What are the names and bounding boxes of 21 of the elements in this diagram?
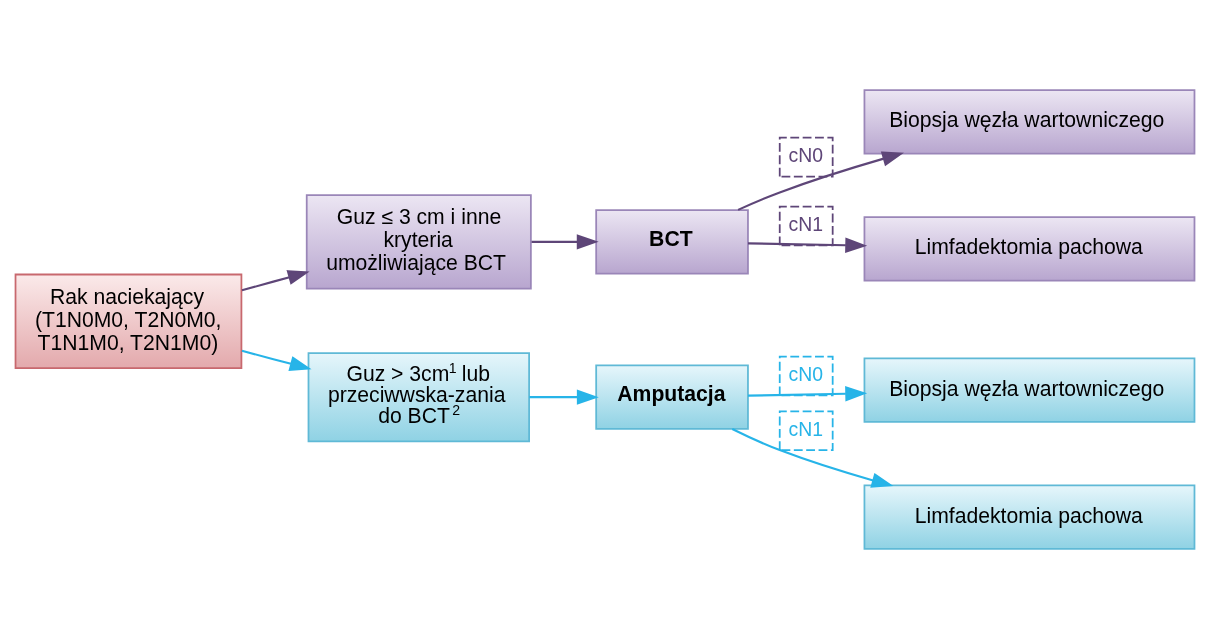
node-box: Guz > 3cm$^{1}$ lub przeciwwska-zania do BCT$^{2}$ <box>307 352 530 443</box>
node-box: Amputacja <box>595 364 749 430</box>
arrow <box>241 349 312 372</box>
arrow <box>748 386 868 402</box>
arrow <box>241 270 310 292</box>
node-box: Biopsja węzła wartowniczego <box>863 89 1196 155</box>
edge-label: cN1 <box>788 417 824 440</box>
node-box: Rak naciekający (T1N0M0, T2N0M0, T1N1M0, T2N1M0) <box>14 273 243 369</box>
arrow <box>531 234 599 250</box>
edge-label: cN0 <box>788 144 824 167</box>
edge-label: cN0 <box>788 362 824 385</box>
node-box: Biopsja węzła wartowniczego <box>863 357 1196 423</box>
arrow <box>748 237 868 253</box>
arrow <box>731 428 894 488</box>
node-box: BCT <box>595 209 749 275</box>
arrow <box>529 389 599 405</box>
arrow <box>737 151 904 211</box>
edge-label: cN1 <box>788 212 824 235</box>
node-box: Guz ≤ 3 cm i inne kryteria umożliwiające BCT <box>305 194 532 290</box>
node-box: Limfadektomia pachowa <box>863 484 1196 550</box>
node-box: Limfadektomia pachowa <box>863 216 1196 282</box>
